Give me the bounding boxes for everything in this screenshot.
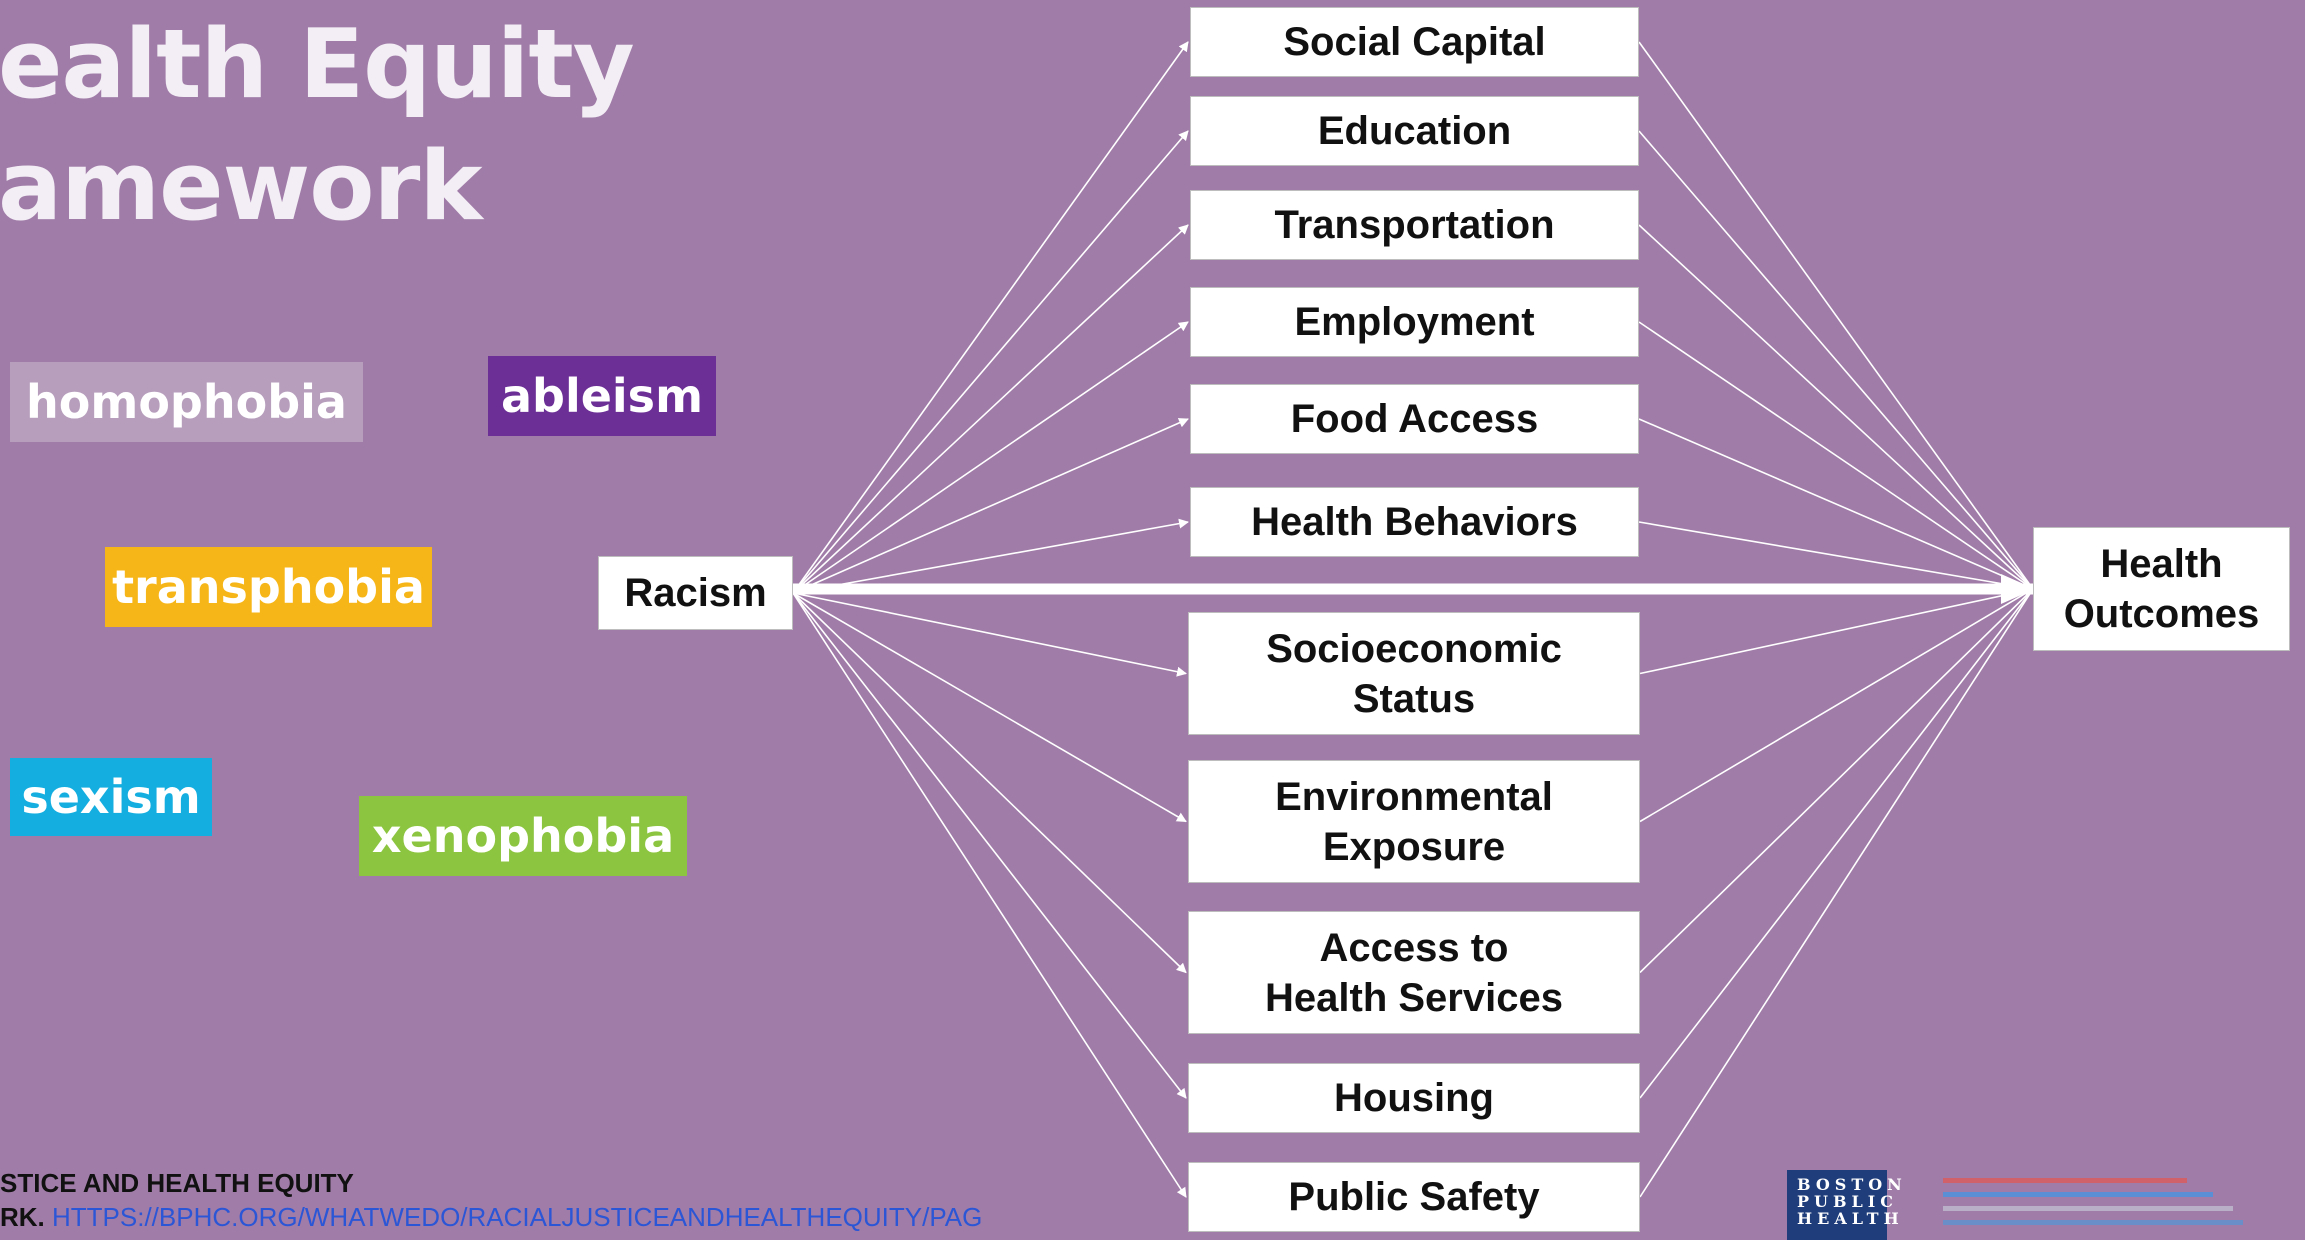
arrow-socioeconomic-status-to-outcomes bbox=[1639, 588, 2034, 675]
ism-sexism: sexism bbox=[10, 758, 212, 836]
racism-box: Racism bbox=[598, 556, 793, 630]
citation-line-2: RK. HTTPS://BPHC.ORG/WHATWEDO/RACIALJUST… bbox=[0, 1200, 982, 1234]
slide-title: ealth Equity amework bbox=[0, 4, 635, 248]
arrow-racism-to-housing bbox=[792, 592, 1187, 1099]
arrow-racism-to-transportation bbox=[792, 224, 1189, 594]
arrow-employment-to-outcomes bbox=[1638, 321, 2034, 590]
determinant-transportation: Transportation bbox=[1190, 190, 1639, 260]
citation-link[interactable]: HTTPS://BPHC.ORG/WHATWEDO/RACIALJUSTICEA… bbox=[52, 1202, 983, 1232]
title-line-1: ealth Equity bbox=[0, 10, 635, 120]
arrow-food-access-to-outcomes bbox=[1638, 418, 2034, 590]
determinant-social-capital: Social Capital bbox=[1190, 7, 1639, 77]
determinant-health-behaviors: Health Behaviors bbox=[1190, 487, 1639, 557]
arrow-social-capital-to-outcomes bbox=[1638, 41, 2034, 590]
citation-prefix: RK. bbox=[0, 1202, 45, 1232]
ism-transphobia: transphobia bbox=[105, 547, 432, 627]
determinant-access-to-health-services: Access to Health Services bbox=[1188, 911, 1640, 1034]
health-outcomes-box: Health Outcomes bbox=[2033, 527, 2290, 651]
arrow-racism-to-socioeconomic-status bbox=[792, 592, 1187, 677]
logo-line-2: PUBLIC bbox=[1797, 1192, 1898, 1211]
citation-line-1: STICE AND HEALTH EQUITY bbox=[0, 1168, 354, 1198]
arrow-housing-to-outcomes bbox=[1639, 588, 2034, 1099]
arrow-public-safety-to-outcomes bbox=[1639, 588, 2034, 1198]
arrow-racism-to-food-access bbox=[792, 418, 1189, 594]
determinant-employment: Employment bbox=[1190, 287, 1639, 357]
arrow-transportation-to-outcomes bbox=[1638, 224, 2034, 590]
arrow-racism-to-public-safety bbox=[792, 592, 1187, 1198]
ism-ableism: ableism bbox=[488, 356, 716, 436]
arrow-health-behaviors-to-outcomes bbox=[1638, 521, 2034, 590]
logo-stripes bbox=[1943, 1178, 2243, 1225]
arrow-racism-to-social-capital bbox=[792, 41, 1189, 594]
determinant-socioeconomic-status: Socioeconomic Status bbox=[1188, 612, 1640, 735]
arrow-racism-to-employment bbox=[792, 321, 1189, 594]
arrow-racism-to-education bbox=[792, 130, 1189, 594]
determinant-housing: Housing bbox=[1188, 1063, 1640, 1133]
source-citation: STICE AND HEALTH EQUITY RK. HTTPS://BPHC… bbox=[0, 1166, 982, 1234]
determinant-environmental-exposure: Environmental Exposure bbox=[1188, 760, 1640, 883]
determinant-public-safety: Public Safety bbox=[1188, 1162, 1640, 1232]
arrow-access-to-health-services-to-outcomes bbox=[1639, 588, 2034, 974]
title-line-2: amework bbox=[0, 132, 483, 242]
arrow-racism-to-health-behaviors bbox=[792, 518, 1189, 594]
logo-line-1: BOSTON bbox=[1797, 1175, 1907, 1194]
arrow-racism-to-access-to-health-services bbox=[792, 592, 1187, 974]
determinant-food-access: Food Access bbox=[1190, 384, 1639, 454]
arrow-racism-to-environmental-exposure bbox=[792, 592, 1187, 823]
arrow-education-to-outcomes bbox=[1638, 130, 2034, 590]
ism-homophobia: homophobia bbox=[10, 362, 363, 442]
boston-public-health-logo: BOSTON PUBLIC HEALTH bbox=[1787, 1170, 1907, 1240]
determinant-education: Education bbox=[1190, 96, 1639, 166]
arrow-environmental-exposure-to-outcomes bbox=[1639, 588, 2034, 823]
logo-line-3: HEALTH bbox=[1797, 1209, 1904, 1228]
ism-xenophobia: xenophobia bbox=[359, 796, 687, 876]
